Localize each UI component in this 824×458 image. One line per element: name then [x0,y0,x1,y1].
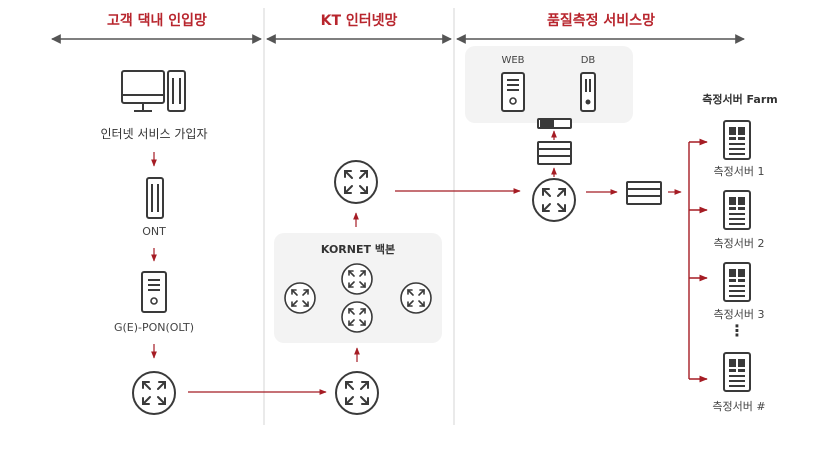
backbone-router-icon-2 [284,282,316,314]
farm-title: 측정서버 Farm [702,93,778,106]
firewall-icon [537,118,572,129]
measurement-server-label-1: 측정서버 1 [713,165,765,178]
pc-icon [121,70,186,112]
ont-icon [146,177,164,219]
kt-core-router-icon [334,160,378,204]
section-title-quality: 품질측정 서비스망 [547,13,655,29]
subscriber-label: 인터넷 서비스 가입자 [100,127,208,141]
switch-icon [537,141,572,165]
ellipsis: ⋮ [729,321,745,340]
kornet-backbone-label: KORNET 백본 [320,243,396,256]
measurement-server-label-3: 측정서버 3 [713,308,765,321]
measurement-server-icon-1 [723,120,751,160]
db-server-icon [580,72,596,112]
measurement-server-label-2: 측정서버 2 [713,237,765,250]
olt-server-icon [141,271,167,313]
kt-edge-router-icon [335,371,379,415]
backbone-router-icon-4 [400,282,432,314]
measurement-server-icon-3 [723,262,751,302]
quality-router-icon [532,178,576,222]
section-title-customer: 고객 댁내 인입망 [107,13,207,29]
web-label: WEB [501,55,525,66]
measurement-server-label-4: 측정서버 # [712,400,766,413]
db-label: DB [580,55,596,66]
section-title-kt: KT 인터넷망 [320,13,398,29]
customer-router-icon [132,371,176,415]
backbone-router-icon-1 [341,263,373,295]
web-server-icon [501,72,525,112]
farm-bracket [688,138,708,383]
load-balancer-icon [626,181,662,205]
measurement-server-icon-4 [723,352,751,392]
backbone-router-icon-3 [341,301,373,333]
olt-label: G(E)-PON(OLT) [113,321,195,334]
ont-label: ONT [142,225,166,238]
measurement-server-icon-2 [723,190,751,230]
flow-arrows [151,130,682,395]
